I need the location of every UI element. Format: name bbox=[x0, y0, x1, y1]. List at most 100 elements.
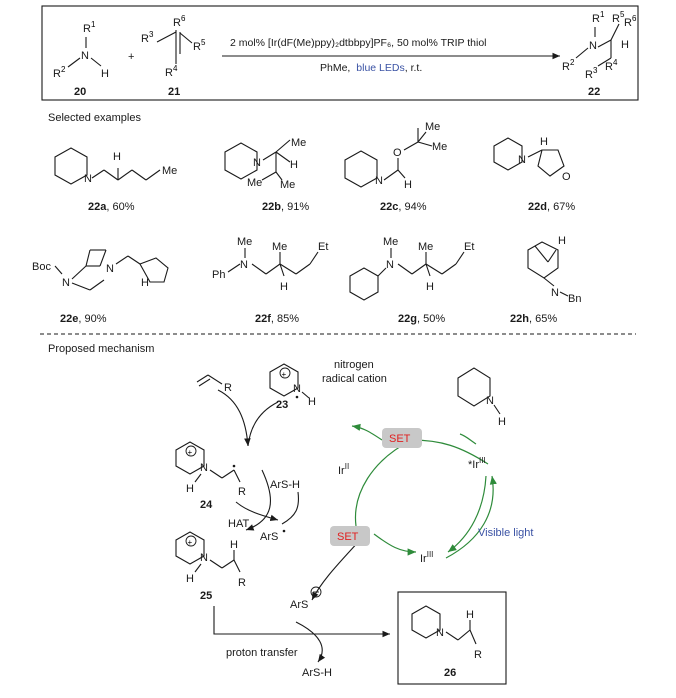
conditions-temp: , r.t. bbox=[405, 62, 423, 74]
svg-text:H: H bbox=[558, 235, 566, 247]
svg-text:3: 3 bbox=[149, 30, 154, 39]
alkene-addition-arrow bbox=[217, 389, 251, 447]
svg-text:Me: Me bbox=[280, 179, 295, 191]
example-22e-yield: , 90% bbox=[78, 313, 106, 325]
svg-text:Me: Me bbox=[272, 241, 287, 253]
svg-text:22f, 85%: 22f, 85% bbox=[255, 313, 299, 325]
proton-transfer-label: proton transfer bbox=[226, 647, 298, 659]
hat-arrow bbox=[245, 469, 272, 531]
example-22g: N Me Me H Et 22g, 50% bbox=[349, 236, 474, 325]
compound-26-label: 26 bbox=[444, 667, 456, 679]
radical-cation-label-1: nitrogen bbox=[334, 359, 374, 371]
svg-text:Me: Me bbox=[418, 241, 433, 253]
thiyl-radical-label: ArS bbox=[260, 531, 278, 543]
ir-iii-label: IrIII bbox=[420, 550, 433, 565]
radical-cation-label-2: radical cation bbox=[322, 373, 387, 385]
thiolate-protonation-arrow bbox=[295, 621, 326, 663]
compound-20-label: 20 bbox=[74, 86, 86, 98]
svg-text:+: + bbox=[128, 51, 134, 63]
svg-text:1: 1 bbox=[600, 10, 605, 19]
svg-text:N: N bbox=[589, 40, 597, 52]
examples-title: Selected examples bbox=[48, 112, 141, 124]
example-22c-yield: , 94% bbox=[398, 201, 426, 213]
svg-text:Me: Me bbox=[432, 141, 447, 153]
thiolate-label: ArS bbox=[290, 599, 308, 611]
set-box-bottom: SET bbox=[330, 526, 370, 546]
svg-text:Me: Me bbox=[383, 236, 398, 248]
alkene-R: R bbox=[196, 374, 232, 394]
thiolate-formation-arrow bbox=[311, 539, 361, 601]
svg-text:22a, 60%: 22a, 60% bbox=[88, 201, 135, 213]
cycle-arrow-excitation bbox=[445, 475, 497, 559]
compound-24: + N H R 24 bbox=[175, 441, 246, 511]
conditions-solvent: PhMe, bbox=[320, 62, 350, 74]
svg-text:22b, 91%: 22b, 91% bbox=[262, 201, 309, 213]
svg-text:PhMe, blue LEDs, r.t.: PhMe, blue LEDs, r.t. bbox=[320, 62, 422, 74]
compound-21-label: 21 bbox=[168, 86, 180, 98]
visible-light-label: Visible light bbox=[478, 527, 533, 539]
conditions-light: blue LEDs bbox=[356, 62, 404, 74]
example-22d-yield: , 67% bbox=[547, 201, 575, 213]
svg-text:Et: Et bbox=[464, 241, 474, 253]
svg-text:O: O bbox=[562, 171, 571, 183]
svg-text:H: H bbox=[141, 277, 149, 289]
radical-cation-addition-arrow bbox=[247, 401, 279, 447]
example-22c: N O Me Me H 22c, 94% bbox=[344, 121, 447, 213]
svg-text:H: H bbox=[426, 281, 434, 293]
svg-text:H: H bbox=[466, 609, 474, 621]
svg-text:22e, 90%: 22e, 90% bbox=[60, 313, 107, 325]
svg-text:Boc: Boc bbox=[32, 261, 51, 273]
cycle-arrow-relaxation bbox=[447, 475, 487, 553]
example-22h-id: 22h bbox=[510, 313, 529, 325]
svg-text:R: R bbox=[173, 17, 181, 29]
example-22f-yield: , 85% bbox=[271, 313, 299, 325]
compound-24-label: 24 bbox=[200, 499, 213, 511]
compound-23: + N H 23 nitrogen radical cation bbox=[269, 359, 387, 411]
svg-text:Ph: Ph bbox=[212, 269, 225, 281]
compound-25-label: 25 bbox=[200, 590, 212, 602]
hat-label: HAT bbox=[228, 518, 249, 530]
svg-text:R: R bbox=[585, 69, 593, 81]
svg-text:Me: Me bbox=[291, 137, 306, 149]
svg-text:H: H bbox=[290, 159, 298, 171]
svg-text:22d, 67%: 22d, 67% bbox=[528, 201, 575, 213]
svg-text:R: R bbox=[238, 486, 246, 498]
svg-text:H: H bbox=[280, 281, 288, 293]
example-22c-id: 22c bbox=[380, 201, 398, 213]
example-22a-yield: , 60% bbox=[106, 201, 134, 213]
thiol-label-1: ArS-H bbox=[270, 479, 300, 491]
conditions-catalyst: 2 mol% [Ir(dF(Me)ppy)₂dtbbpy]PF₆, 50 mol… bbox=[230, 37, 487, 49]
svg-text:N: N bbox=[253, 157, 261, 169]
svg-text:N: N bbox=[436, 627, 444, 639]
cycle-arrow-to-ir-iii bbox=[373, 533, 417, 556]
svg-text:H: H bbox=[621, 39, 629, 51]
svg-text:R: R bbox=[165, 67, 173, 79]
svg-text:R: R bbox=[592, 13, 600, 25]
svg-text:+: + bbox=[188, 448, 193, 457]
svg-text:Bn: Bn bbox=[568, 293, 581, 305]
svg-text:4: 4 bbox=[613, 58, 618, 67]
compound-26-box: N H R 26 bbox=[397, 591, 507, 685]
example-22b-yield: , 91% bbox=[281, 201, 309, 213]
thiol-to-thiyl-arrow bbox=[281, 491, 300, 525]
svg-text:H: H bbox=[308, 396, 316, 408]
svg-text:H: H bbox=[498, 416, 506, 428]
set-box-top: SET bbox=[382, 428, 422, 448]
svg-text:5: 5 bbox=[201, 38, 206, 47]
svg-text:22c, 94%: 22c, 94% bbox=[380, 201, 427, 213]
svg-text:N: N bbox=[551, 287, 559, 299]
svg-text:H: H bbox=[113, 151, 121, 163]
svg-text:3: 3 bbox=[593, 66, 598, 75]
cycle-arrow-to-23 bbox=[351, 423, 383, 441]
svg-text:2: 2 bbox=[61, 65, 66, 74]
piperidine-substrate: N H bbox=[457, 367, 506, 428]
set-label-bottom: SET bbox=[337, 531, 359, 543]
example-22g-id: 22g bbox=[398, 313, 417, 325]
svg-text:22h, 65%: 22h, 65% bbox=[510, 313, 557, 325]
svg-text:N: N bbox=[518, 154, 526, 166]
set-label-top: SET bbox=[389, 433, 411, 445]
svg-text:R: R bbox=[562, 61, 570, 73]
svg-text:R: R bbox=[83, 23, 91, 35]
